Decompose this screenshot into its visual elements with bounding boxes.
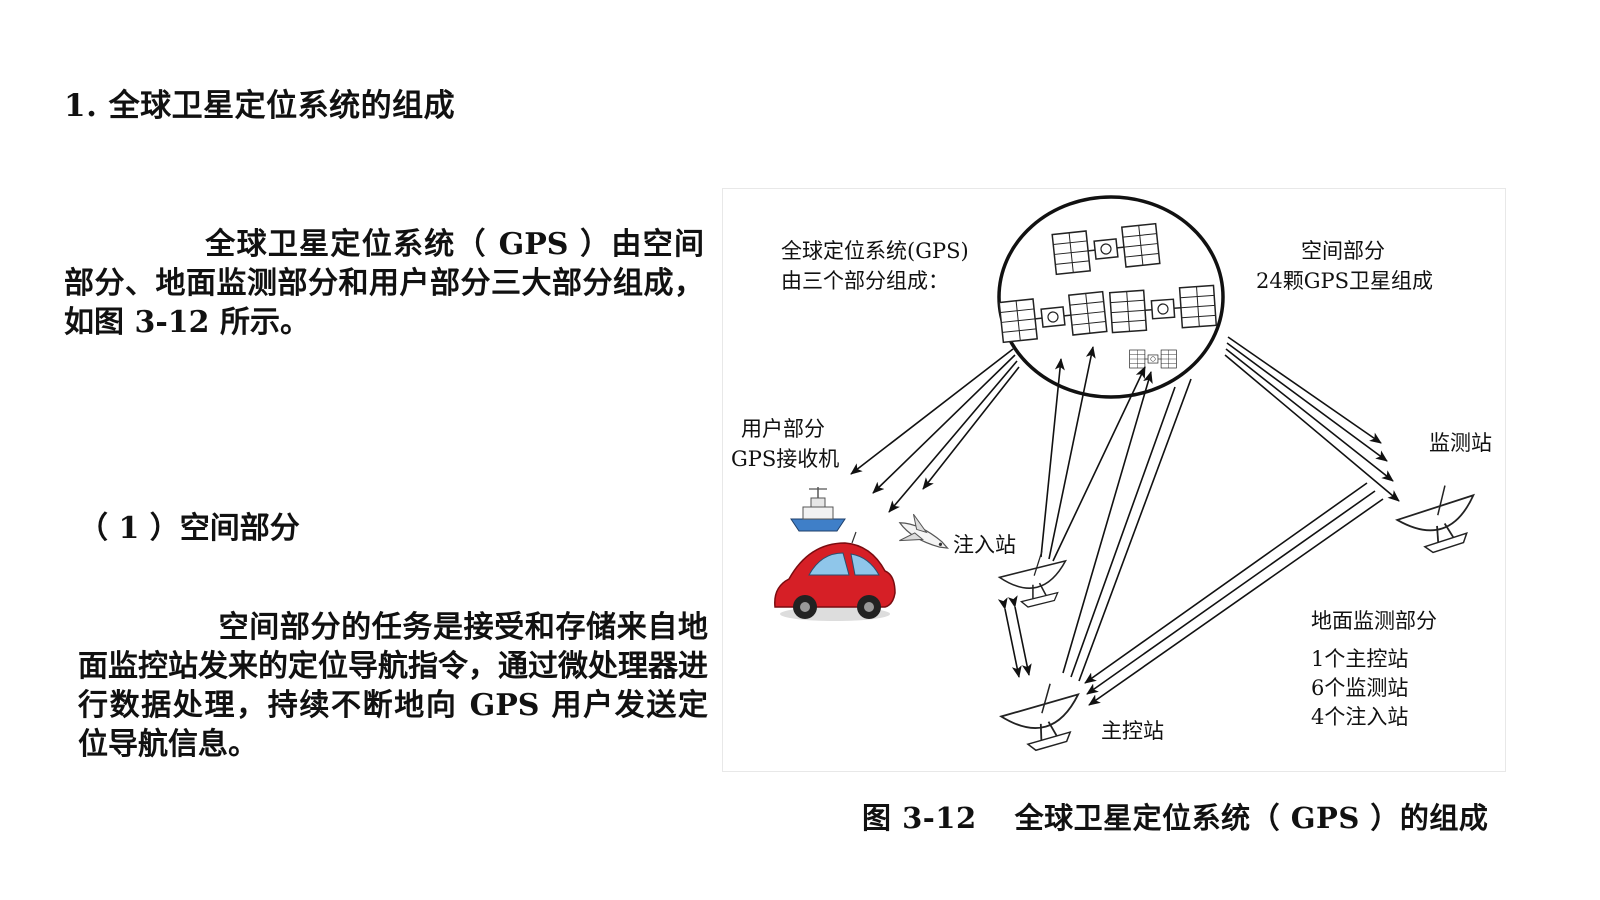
intro-paragraph-text: 全球卫星定位系统（ GPS ）由空间部分、地面监测部分和用户部分三大部分组成，如… <box>64 227 704 340</box>
ground-segment-line2: 6个监测站 <box>1311 676 1409 700</box>
ground-uplink-arrows <box>1040 346 1153 674</box>
satellite-icon <box>1129 349 1177 369</box>
ground-segment-title: 地面监测部分 <box>1311 609 1437 633</box>
injection-master-arrows <box>997 595 1032 678</box>
monitor-signal-arrows <box>1224 336 1400 502</box>
user-signal-arrows <box>850 348 1020 513</box>
space-segment-paragraph: 空间部分的任务是接受和存储来自地面监控站发来的定位导航指令，通过微处理器进行数据… <box>78 608 708 764</box>
injection-station-label: 注入站 <box>953 533 1016 557</box>
user-segment-label: 用户部分 <box>741 417 825 441</box>
gps-intro-label-line1: 全球定位系统(GPS) <box>781 239 969 263</box>
ground-segment-line1: 1个主控站 <box>1311 647 1409 671</box>
space-segment-paragraph-text: 空间部分的任务是接受和存储来自地面监控站发来的定位导航指令，通过微处理器进行数据… <box>78 610 708 762</box>
user-segment-detail: GPS接收机 <box>731 447 840 471</box>
satellite-icon <box>998 290 1108 344</box>
gps-diagram <box>774 195 1488 758</box>
ship-icon <box>790 487 846 532</box>
car-icon <box>774 531 896 621</box>
monitor-to-master-arrows <box>1084 482 1384 706</box>
monitor-station-label: 监测站 <box>1429 431 1492 455</box>
gps-diagram-figure: 全球定位系统(GPS) 由三个部分组成： 空间部分 24颗GPS卫星组成 用户部… <box>722 188 1506 772</box>
ground-segment-line3: 4个注入站 <box>1311 705 1409 729</box>
shuttle-icon <box>898 513 949 549</box>
monitor-station-dish <box>1390 477 1488 561</box>
space-segment-label: 空间部分 <box>1301 239 1385 263</box>
constellation-circle <box>997 195 1225 399</box>
figure-caption-number: 图 3-12 <box>862 801 977 835</box>
figure-caption-title: 全球卫星定位系统（ GPS ）的组成 <box>1014 801 1489 835</box>
figure-caption: 图 3-12 全球卫星定位系统（ GPS ）的组成 <box>862 795 1488 837</box>
master-station-dish <box>995 676 1091 758</box>
subsection-title: （ 1 ）空间部分 <box>78 511 300 546</box>
satellite-icon <box>1108 284 1218 334</box>
satellite-icon <box>1051 222 1161 276</box>
space-segment-detail: 24颗GPS卫星组成 <box>1256 269 1434 293</box>
master-station-label: 主控站 <box>1101 719 1164 743</box>
intro-paragraph: 全球卫星定位系统（ GPS ）由空间部分、地面监测部分和用户部分三大部分组成，如… <box>64 225 704 342</box>
gps-intro-label-line2: 由三个部分组成： <box>781 269 949 293</box>
section-heading: 1. 全球卫星定位系统的组成 <box>64 88 456 124</box>
ground-link-lines <box>1070 378 1192 682</box>
